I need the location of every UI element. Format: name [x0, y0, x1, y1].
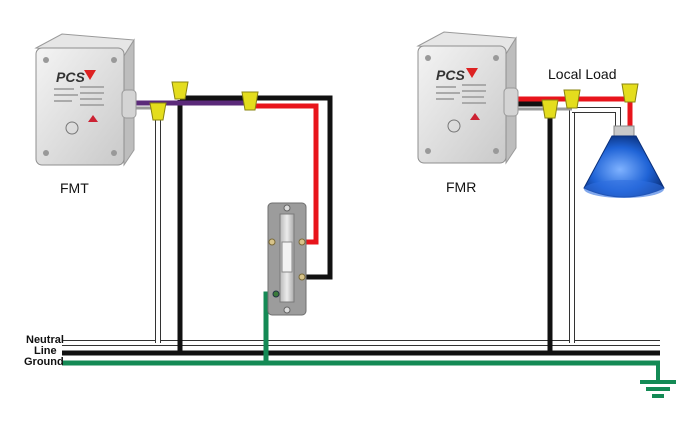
switch-hot-lead	[255, 103, 319, 245]
wire-nut-fmr-line	[541, 99, 559, 119]
fmt-brand-logo: PCS	[56, 69, 85, 85]
ground-symbol	[640, 363, 676, 398]
line-bus-label: Line	[34, 345, 57, 357]
fmr-device: PCS	[416, 31, 519, 165]
local-load-label: Local Load	[548, 66, 617, 82]
fmt-label: FMT	[60, 180, 89, 196]
wire-nut-fmt-neutral	[149, 102, 167, 121]
wire-nut-switch-hot	[241, 91, 259, 111]
fmt-line-to-switch	[180, 95, 333, 280]
wall-switch	[267, 202, 307, 316]
ground-bus-label: Ground	[24, 356, 64, 368]
wire-nut-fmt-line	[171, 81, 189, 100]
fmr-brand-logo: PCS	[436, 67, 465, 83]
wire-nut-lamp-hot	[621, 83, 639, 103]
wire-nut-fmr-neutral	[563, 89, 581, 109]
fmt-device: PCS	[34, 33, 137, 167]
fmr-label: FMR	[446, 179, 477, 195]
lamp-icon	[583, 125, 665, 198]
neutral-bus-label: Neutral	[26, 334, 64, 346]
lamp-neutral-lead	[572, 107, 621, 128]
